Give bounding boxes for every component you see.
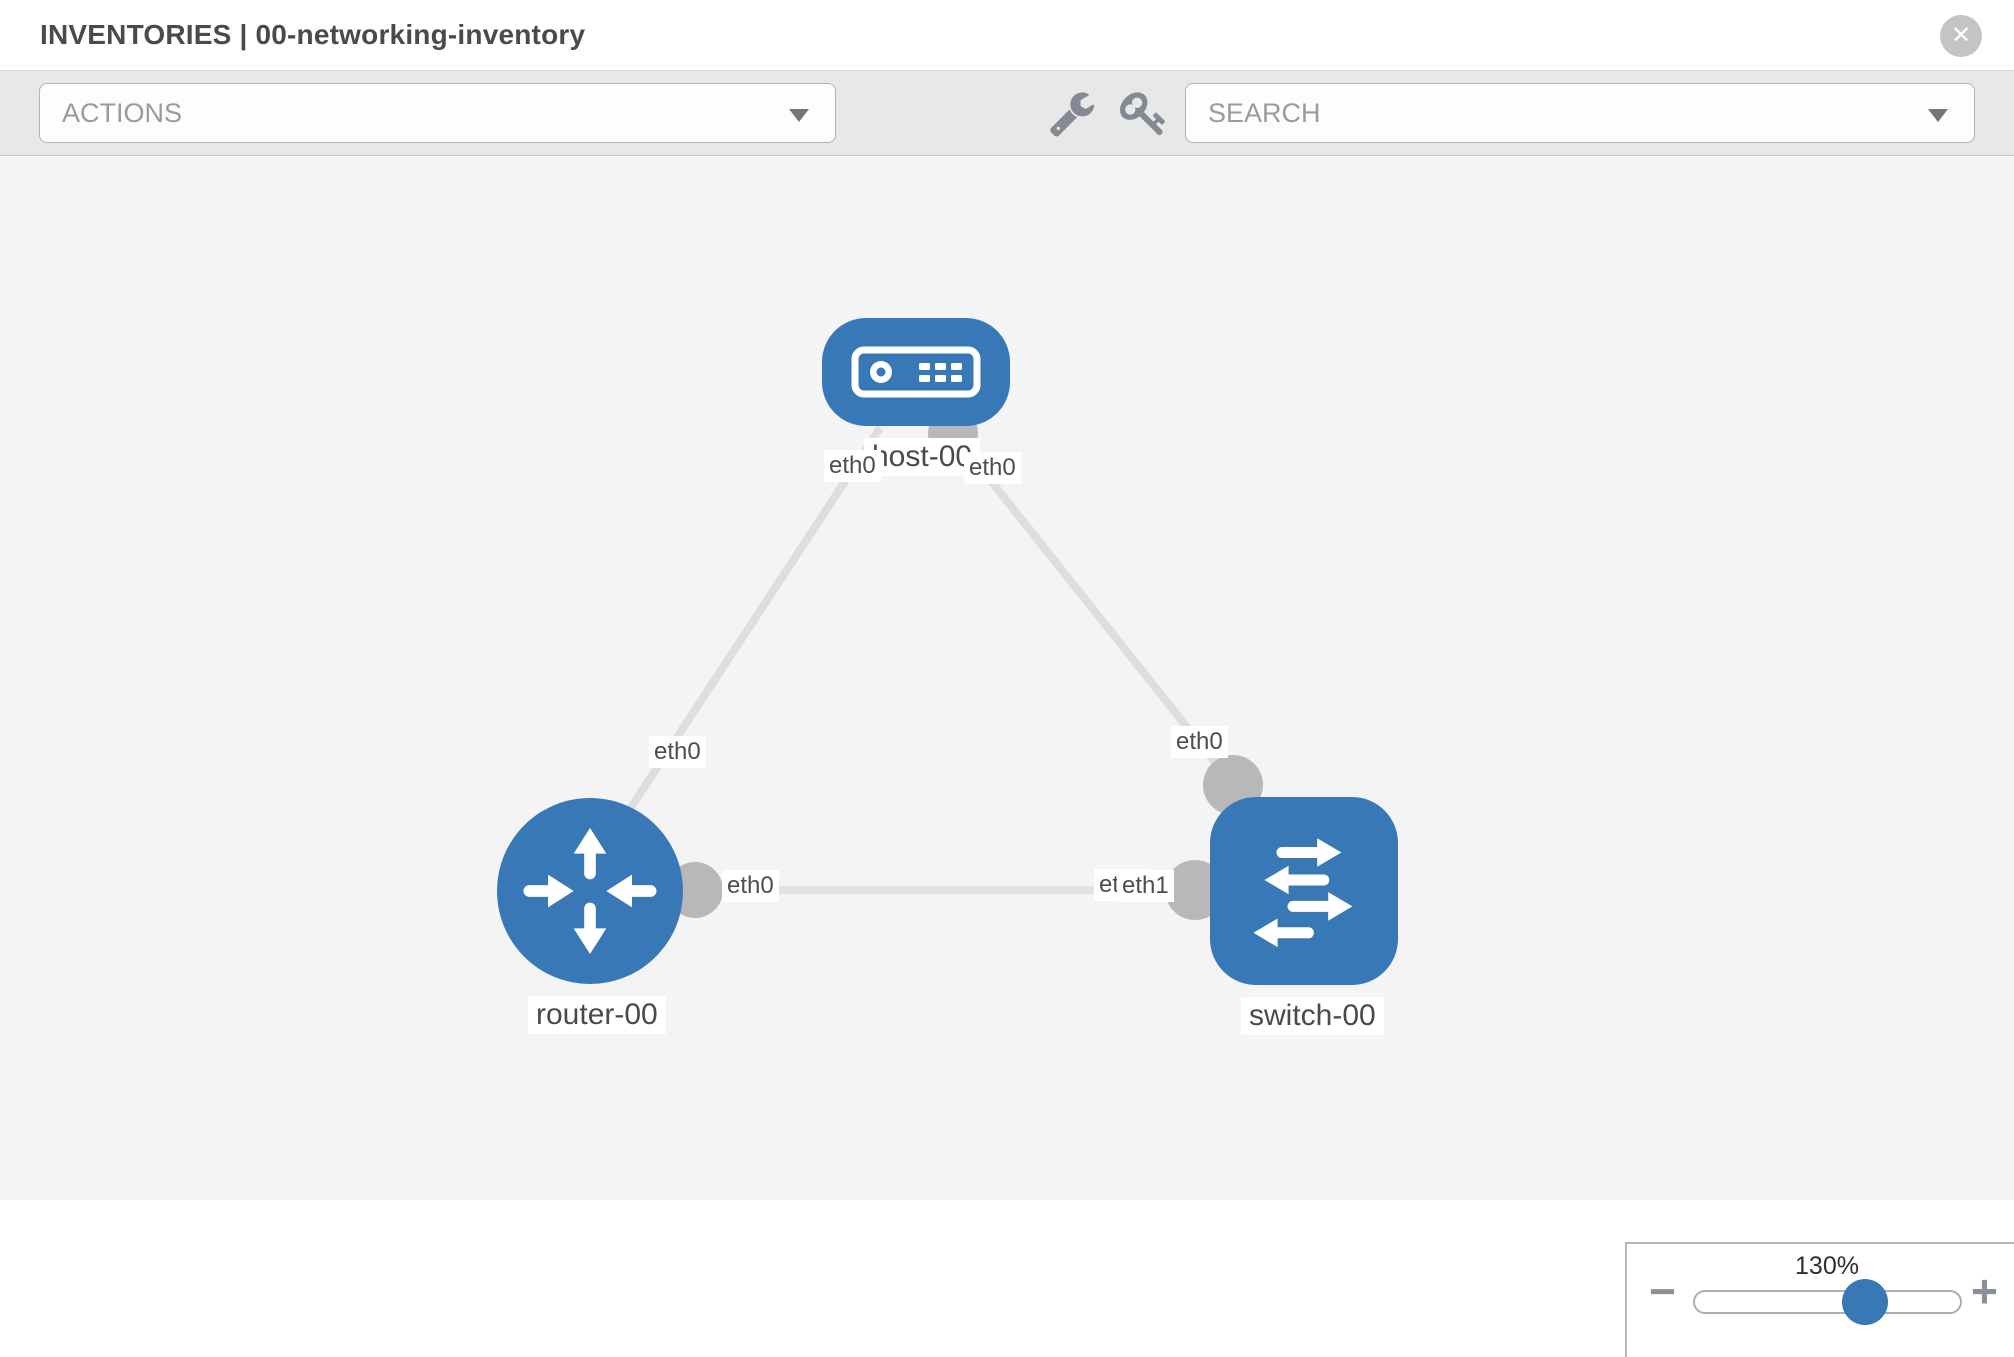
zoom-level-value: 130% (1795, 1252, 1859, 1280)
node-switch-00[interactable] (1210, 797, 1398, 985)
actions-dropdown-label: ACTIONS (62, 98, 183, 128)
chevron-down-icon (1928, 109, 1948, 122)
node-label-host: host-00 (864, 438, 981, 476)
iface-label-host-right: eth0 (964, 452, 1021, 484)
node-host-00[interactable] (822, 318, 1010, 426)
breadcrumb-header: INVENTORIES | 00-networking-inventory ✕ (0, 0, 2014, 71)
zoom-out-button[interactable]: − (1649, 1265, 1676, 1317)
actions-dropdown[interactable]: ACTIONS (39, 83, 836, 143)
close-button[interactable]: ✕ (1940, 15, 1982, 57)
iface-label-switch-horizontal-front: eth1 (1117, 870, 1174, 902)
links-layer (601, 408, 1263, 920)
topology-canvas[interactable]: host-00 router-00 switch-00 eth0 eth0 et… (0, 157, 2014, 1357)
wrench-icon (1050, 92, 1095, 137)
search-dropdown-label: SEARCH (1208, 98, 1321, 128)
page-title: INVENTORIES | 00-networking-inventory (40, 19, 586, 50)
zoom-in-button[interactable]: + (1971, 1265, 1998, 1317)
key-icon (1120, 92, 1166, 136)
router-icon (523, 828, 657, 954)
chevron-down-icon (789, 109, 809, 122)
zoom-slider-track[interactable] (1693, 1290, 1962, 1314)
toolbar: ACTIONS SEARCH (0, 71, 2014, 156)
zoom-control-panel: 130% − + (1625, 1242, 2014, 1357)
node-label-switch: switch-00 (1241, 997, 1384, 1035)
switch-icon (1253, 838, 1353, 948)
iface-label-host-left: eth0 (824, 450, 881, 482)
link-host-router (601, 425, 884, 850)
credentials-button[interactable] (1120, 89, 1168, 137)
search-dropdown[interactable]: SEARCH (1185, 83, 1975, 143)
iface-label-router-upper: eth0 (649, 736, 706, 768)
zoom-slider-thumb[interactable] (1842, 1279, 1888, 1325)
server-icon (851, 346, 981, 398)
configure-button[interactable] (1048, 89, 1096, 137)
iface-label-router-horizontal: eth0 (722, 870, 779, 902)
node-router-00[interactable] (497, 798, 683, 984)
node-label-router: router-00 (528, 996, 666, 1034)
iface-label-switch-upper: eth0 (1171, 726, 1228, 758)
close-icon: ✕ (1950, 22, 1972, 49)
